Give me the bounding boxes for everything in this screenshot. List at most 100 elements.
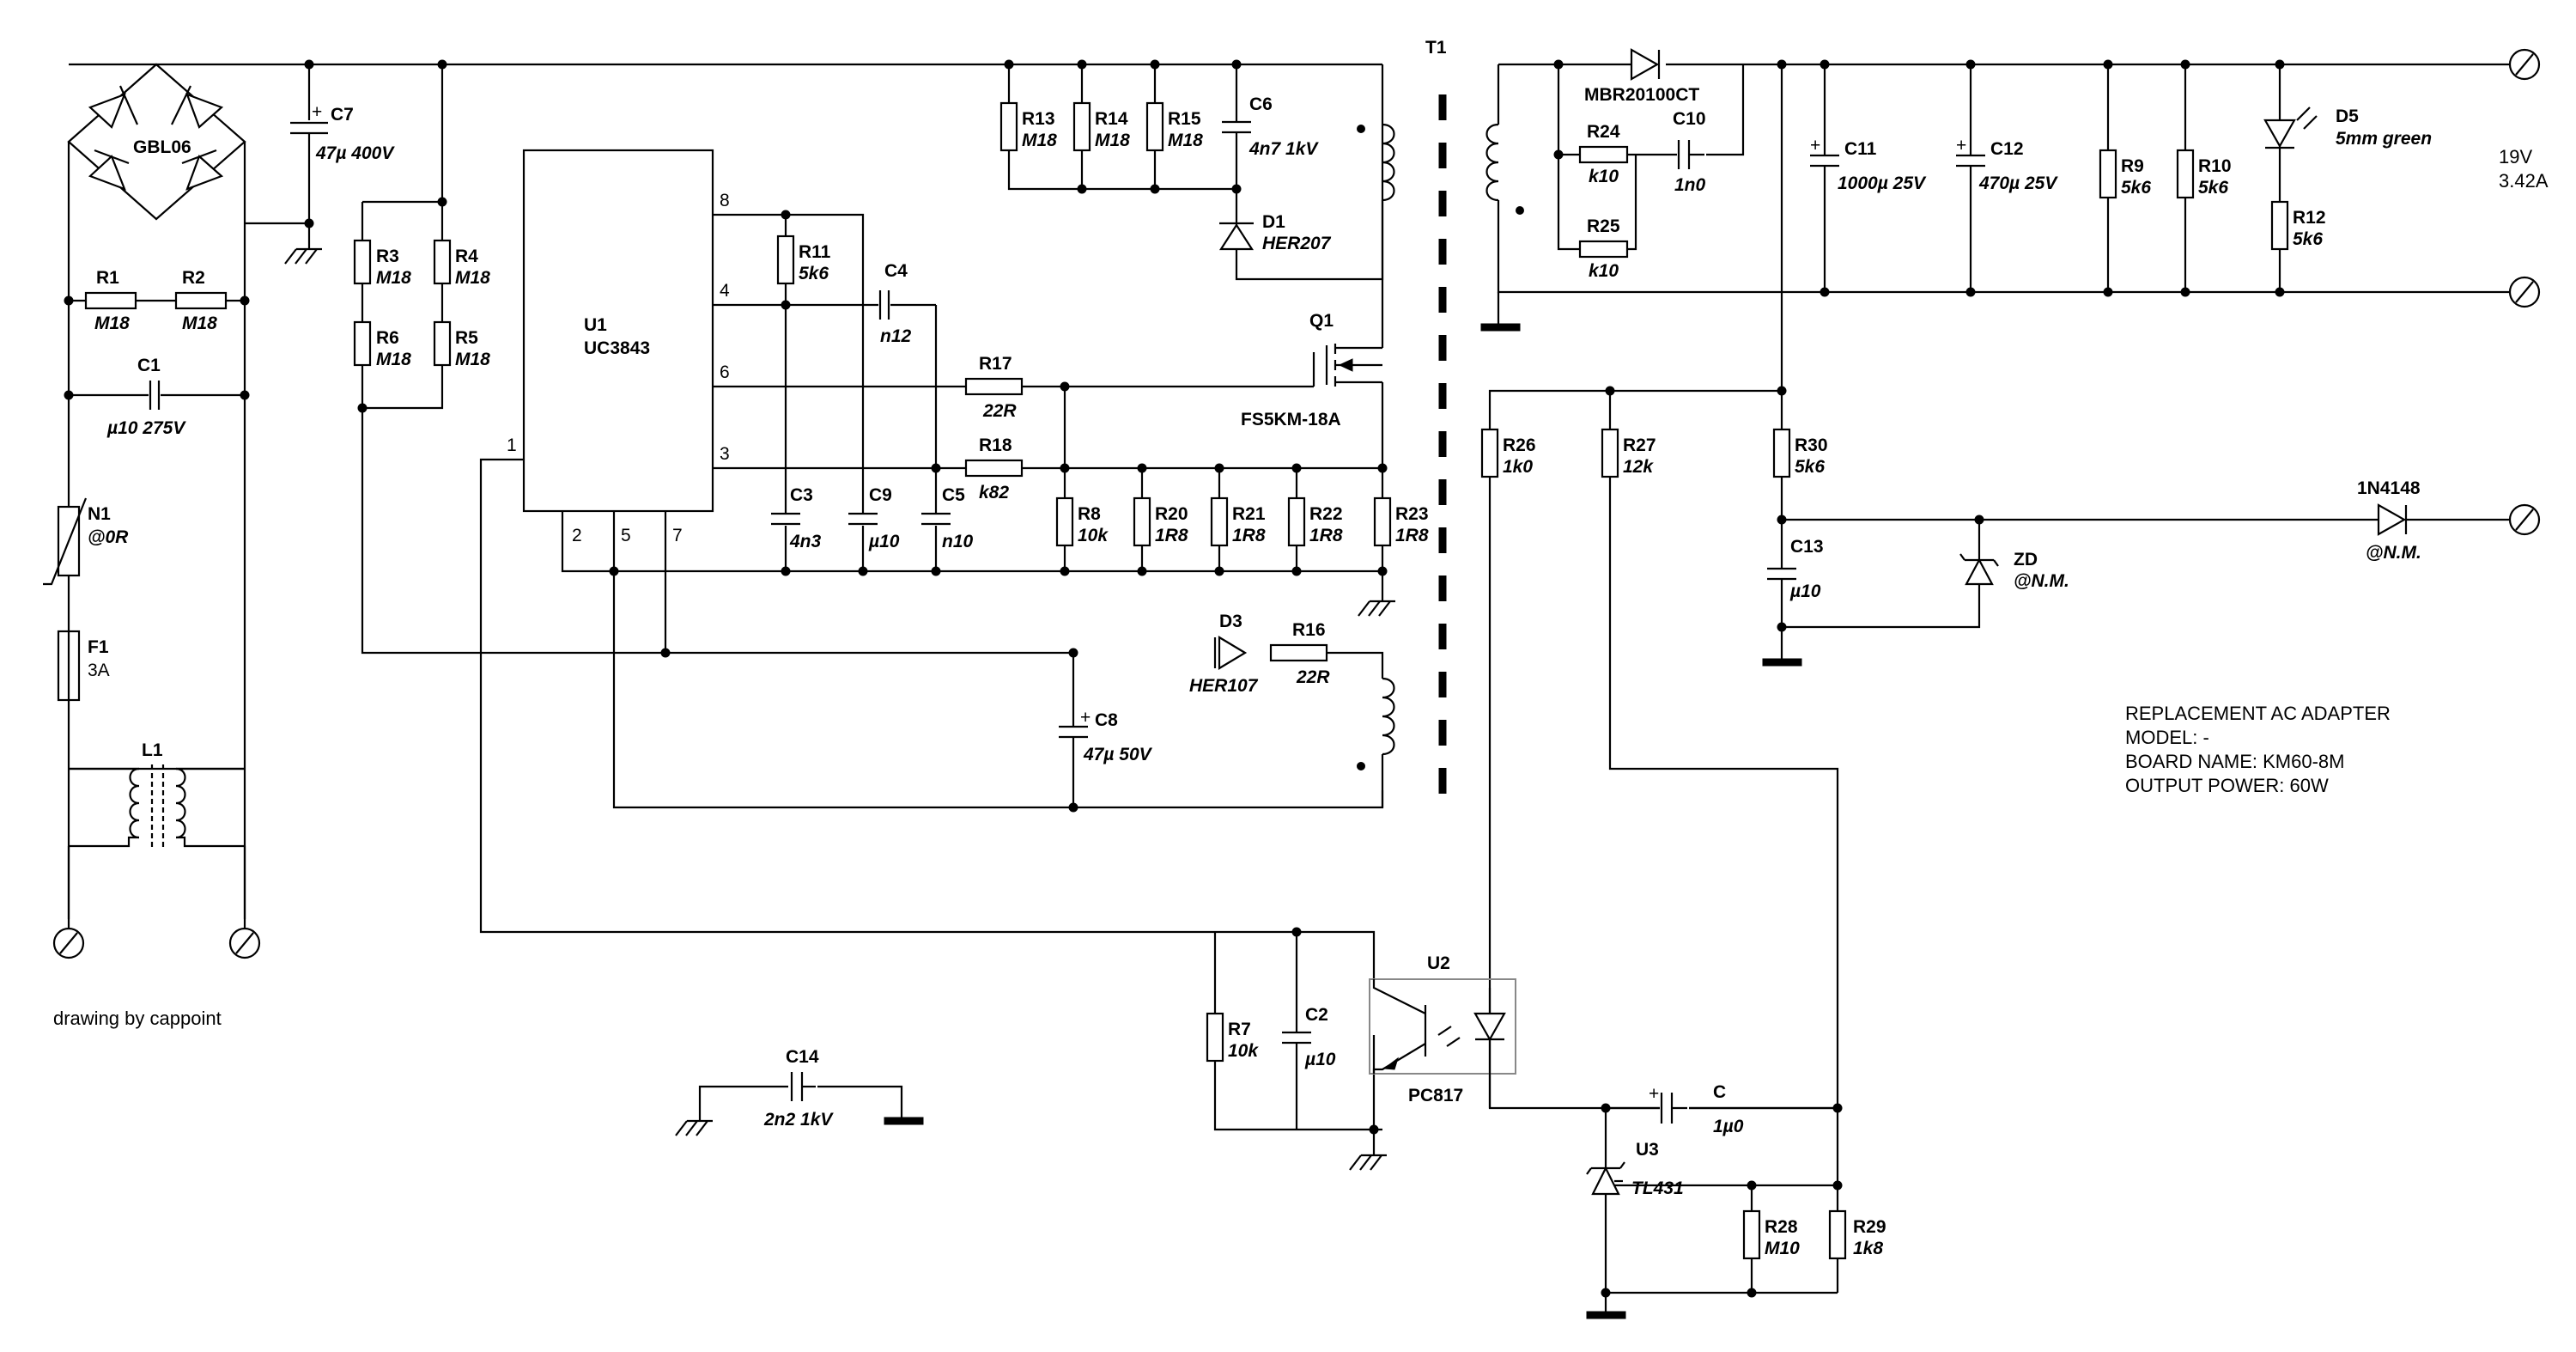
svg-text:R15: R15 [1168,109,1201,129]
svg-text:1µ0: 1µ0 [1713,1117,1744,1136]
svg-text:F1: F1 [88,637,109,657]
svg-text:+: + [1080,708,1091,728]
svg-text:MBR20100CT: MBR20100CT [1584,85,1699,105]
svg-text:k10: k10 [1589,261,1619,281]
aux-supply: D3 HER107 R16 22R + C8 47µ 50V [1059,612,1330,764]
svg-text:C1: C1 [137,356,161,375]
svg-text:R24: R24 [1587,122,1620,142]
svg-text:µ10 275V: µ10 275V [106,418,186,438]
sense-resistors: R8 10k R20 1R8 R21 1R8 R22 1R8 R23 1R8 [1055,496,1429,617]
svg-text:n10: n10 [942,532,974,551]
optocoupler: R7 10k C2 µ10 U2 PC817 [1206,953,1516,1171]
svg-text:1R8: 1R8 [1395,526,1429,545]
r17-r18: R17 22R R18 k82 [964,354,1024,502]
svg-text:C3: C3 [790,485,813,505]
svg-text:N1: N1 [88,504,111,524]
svg-text:µ10: µ10 [868,532,900,551]
svg-text:4n7 1kV: 4n7 1kV [1249,139,1319,159]
svg-text:10k: 10k [1228,1041,1259,1061]
svg-text:M18: M18 [455,268,490,288]
junctions [64,59,2285,1298]
svg-text:TL431: TL431 [1631,1178,1684,1198]
svg-text:M18: M18 [1095,131,1130,150]
svg-text:R18: R18 [979,435,1012,455]
svg-text:@N.M.: @N.M. [2014,571,2069,591]
output-filter: + C11 1000µ 25V + C12 470µ 25V R9 5k6 R1… [1810,107,2432,251]
svg-text:3: 3 [720,444,730,464]
svg-text:C6: C6 [1249,94,1273,114]
output-current: 3.42A [2499,170,2549,192]
svg-text:1k0: 1k0 [1503,457,1533,477]
mains-terminals [52,927,261,959]
n1-f1: N1 @0R F1 3A [43,497,129,702]
svg-text:M18: M18 [1022,131,1057,150]
svg-text:R10: R10 [2198,156,2232,176]
svg-text:R20: R20 [1155,504,1188,524]
svg-text:D5: D5 [2336,107,2359,126]
r1-r2: R1 M18 R2 M18 [84,268,228,333]
svg-text:k82: k82 [979,483,1009,502]
svg-text:C4: C4 [884,261,908,281]
svg-text:C10: C10 [1673,109,1706,129]
svg-text:1000µ 25V: 1000µ 25V [1838,174,1927,193]
svg-text:5k6: 5k6 [1795,457,1825,477]
output-terminals: 19V 3.42A [2499,48,2549,536]
timing-network: R11 5k6 C4 n12 C3 4n3 C9 µ10 C5 n10 [771,234,974,551]
svg-text:R25: R25 [1587,216,1620,236]
svg-text:12k: 12k [1623,457,1654,477]
svg-text:R4: R4 [455,247,478,266]
svg-text:1k8: 1k8 [1853,1239,1883,1258]
info-line-3: BOARD NAME: KM60-8M [2125,751,2345,772]
svg-text:1R8: 1R8 [1309,526,1343,545]
svg-text:R13: R13 [1022,109,1055,129]
svg-text:n12: n12 [880,326,912,346]
svg-text:R28: R28 [1765,1217,1798,1237]
svg-text:D3: D3 [1219,612,1242,631]
svg-text:+: + [1649,1084,1659,1104]
svg-text:5: 5 [621,526,631,545]
credit-text: drawing by cappoint [53,1008,222,1029]
q1-mosfet: Q1 FS5KM-18A [1241,311,1384,429]
svg-text:R21: R21 [1232,504,1266,524]
info-line-2: MODEL: - [2125,727,2209,748]
svg-text:R2: R2 [182,268,205,288]
svg-text:k10: k10 [1589,167,1619,186]
l1: L1 [69,740,245,850]
svg-text:HER207: HER207 [1262,234,1332,253]
svg-text:R7: R7 [1228,1020,1251,1039]
svg-text:1R8: 1R8 [1232,526,1266,545]
svg-text:R29: R29 [1853,1217,1886,1237]
svg-text:+: + [1956,136,1966,155]
svg-text:C7: C7 [331,105,354,125]
svg-text:47µ 400V: 47µ 400V [315,143,395,163]
svg-text:7: 7 [672,526,683,545]
svg-text:+: + [312,102,322,122]
svg-text:5k6: 5k6 [2121,178,2151,198]
svg-text:470µ 25V: 470µ 25V [1978,174,2058,193]
svg-text:M18: M18 [455,350,490,369]
svg-text:5mm green: 5mm green [2336,129,2432,149]
svg-text:R27: R27 [1623,435,1656,455]
svg-text:R22: R22 [1309,504,1343,524]
svg-text:R17: R17 [979,354,1012,374]
svg-text:R1: R1 [96,268,119,288]
svg-text:R30: R30 [1795,435,1828,455]
svg-text:UC3843: UC3843 [584,338,650,358]
svg-text:+: + [1810,136,1820,155]
transformer-label: T1 [1425,38,1447,58]
svg-text:FS5KM-18A: FS5KM-18A [1241,410,1341,429]
svg-text:µ10: µ10 [1304,1050,1336,1069]
info-line-1: REPLACEMENT AC ADAPTER [2125,703,2391,724]
svg-text:2: 2 [572,526,582,545]
svg-text:D1: D1 [1262,212,1285,232]
svg-text:10k: 10k [1078,526,1109,545]
svg-text:R9: R9 [2121,156,2144,176]
info-block: REPLACEMENT AC ADAPTER MODEL: - BOARD NA… [2125,703,2391,796]
bridge-rectifier: GBL06 [67,63,246,221]
svg-text:R14: R14 [1095,109,1128,129]
svg-text:M18: M18 [376,350,411,369]
svg-text:6: 6 [720,362,730,382]
svg-text:3A: 3A [88,661,110,680]
svg-text:PC817: PC817 [1408,1086,1463,1105]
